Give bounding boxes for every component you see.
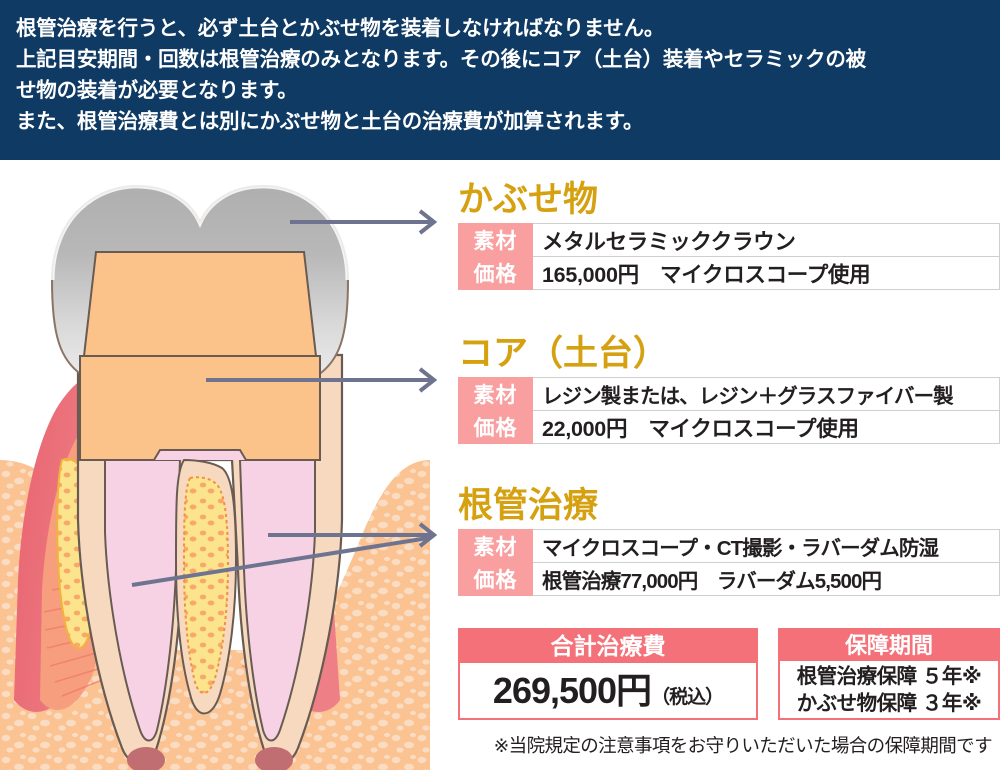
section-core: コア（土台） 素材 レジン製または、レジン＋グラスファイバー製 価格 22,00… — [458, 336, 1000, 444]
section-core-title: コア（土台） — [458, 334, 669, 373]
header-line-1: 根管治療を行うと、必ず土台とかぶせ物を装着しなければなりません。 — [16, 17, 665, 40]
arrow-to-root-canal — [131, 522, 438, 587]
total-cost-body: 269,500円（税込） — [460, 663, 756, 718]
section-crown-table: 素材 メタルセラミッククラウン 価格 165,000円 マイクロスコープ使用 — [458, 223, 1000, 290]
row-value-price: 22,000円 マイクロスコープ使用 — [532, 410, 1000, 444]
row-label-material: 素材 — [458, 529, 533, 563]
periapical-lesion-left — [127, 747, 165, 770]
table-row: 価格 根管治療77,000円 ラバーダム5,500円 — [458, 562, 1000, 596]
row-label-price: 価格 — [458, 256, 533, 290]
section-crown-title: かぶせ物 — [458, 180, 599, 219]
section-root-canal-title: 根管治療 — [458, 486, 599, 525]
total-cost-tax-note: （税込） — [651, 687, 724, 708]
row-value-material: マイクロスコープ・CT撮影・ラバーダム防湿 — [532, 529, 1000, 563]
table-row: 素材 マイクロスコープ・CT撮影・ラバーダム防湿 — [458, 529, 1000, 563]
row-label-price: 価格 — [458, 562, 533, 596]
table-row: 価格 165,000円 マイクロスコープ使用 — [458, 256, 1000, 290]
header-line-2: 上記目安期間・回数は根管治療のみとなります。その後にコア（土台）装着やセラミック… — [16, 48, 866, 71]
row-value-material: レジン製または、レジン＋グラスファイバー製 — [532, 377, 1000, 411]
total-cost-amount: 269,500円 — [492, 670, 652, 711]
header-banner: 根管治療を行うと、必ず土台とかぶせ物を装着しなければなりません。 上記目安期間・… — [0, 0, 1000, 160]
summary-boxes: 合計治療費 269,500円（税込） 保障期間 根管治療保障 ５年※ かぶせ物保… — [458, 628, 1000, 720]
core-build-up — [82, 251, 318, 357]
tooth-cross-section-icon — [0, 183, 438, 770]
total-cost-header: 合計治療費 — [460, 630, 756, 663]
header-line-3: せ物の装着が必要となります。 — [16, 79, 298, 102]
root-canal-right — [238, 459, 316, 742]
septum-trabeculae — [182, 476, 230, 694]
table-row: 素材 メタルセラミッククラウン — [458, 223, 1000, 257]
crown-highlight — [49, 183, 351, 281]
warranty-line-root-canal: 根管治療保障 ５年※ — [796, 665, 982, 688]
row-value-price: 根管治療77,000円 ラバーダム5,500円 — [532, 562, 1000, 596]
header-line-4: また、根管治療費とは別にかぶせ物と土台の治療費が加算されます。 — [16, 110, 644, 133]
pricing-column: かぶせ物 素材 メタルセラミッククラウン 価格 165,000円 マイクロスコー… — [450, 160, 1000, 770]
table-row: 素材 レジン製または、レジン＋グラスファイバー製 — [458, 377, 1000, 411]
section-root-canal-table: 素材 マイクロスコープ・CT撮影・ラバーダム防湿 価格 根管治療77,000円 … — [458, 529, 1000, 596]
row-label-material: 素材 — [458, 377, 533, 411]
table-row: 価格 22,000円 マイクロスコープ使用 — [458, 410, 1000, 444]
warranty-header: 保障期間 — [780, 630, 998, 661]
row-value-material: メタルセラミッククラウン — [532, 223, 1000, 257]
arrow-to-crown — [290, 209, 438, 235]
warranty-box: 保障期間 根管治療保障 ５年※ かぶせ物保障 ３年※ — [778, 628, 1000, 720]
footnote: ※当院規定の注意事項をお守りいただいた場合の保障期間です — [493, 735, 993, 756]
root-canal-left — [104, 459, 182, 742]
total-cost-box: 合計治療費 269,500円（税込） — [458, 628, 758, 720]
warranty-line-crown: かぶせ物保障 ３年※ — [796, 692, 982, 715]
row-label-price: 価格 — [458, 410, 533, 444]
periapical-lesion-right — [255, 747, 293, 770]
arrow-to-core — [206, 367, 438, 393]
row-label-material: 素材 — [458, 223, 533, 257]
warranty-body: 根管治療保障 ５年※ かぶせ物保障 ３年※ — [780, 661, 998, 718]
section-core-table: 素材 レジン製または、レジン＋グラスファイバー製 価格 22,000円 マイクロ… — [458, 377, 1000, 444]
row-value-price: 165,000円 マイクロスコープ使用 — [532, 256, 1000, 290]
section-root-canal: 根管治療 素材 マイクロスコープ・CT撮影・ラバーダム防湿 価格 根管治療77,… — [458, 488, 1000, 596]
section-crown: かぶせ物 素材 メタルセラミッククラウン 価格 165,000円 マイクロスコー… — [458, 182, 1000, 290]
tooth-diagram — [0, 160, 450, 770]
